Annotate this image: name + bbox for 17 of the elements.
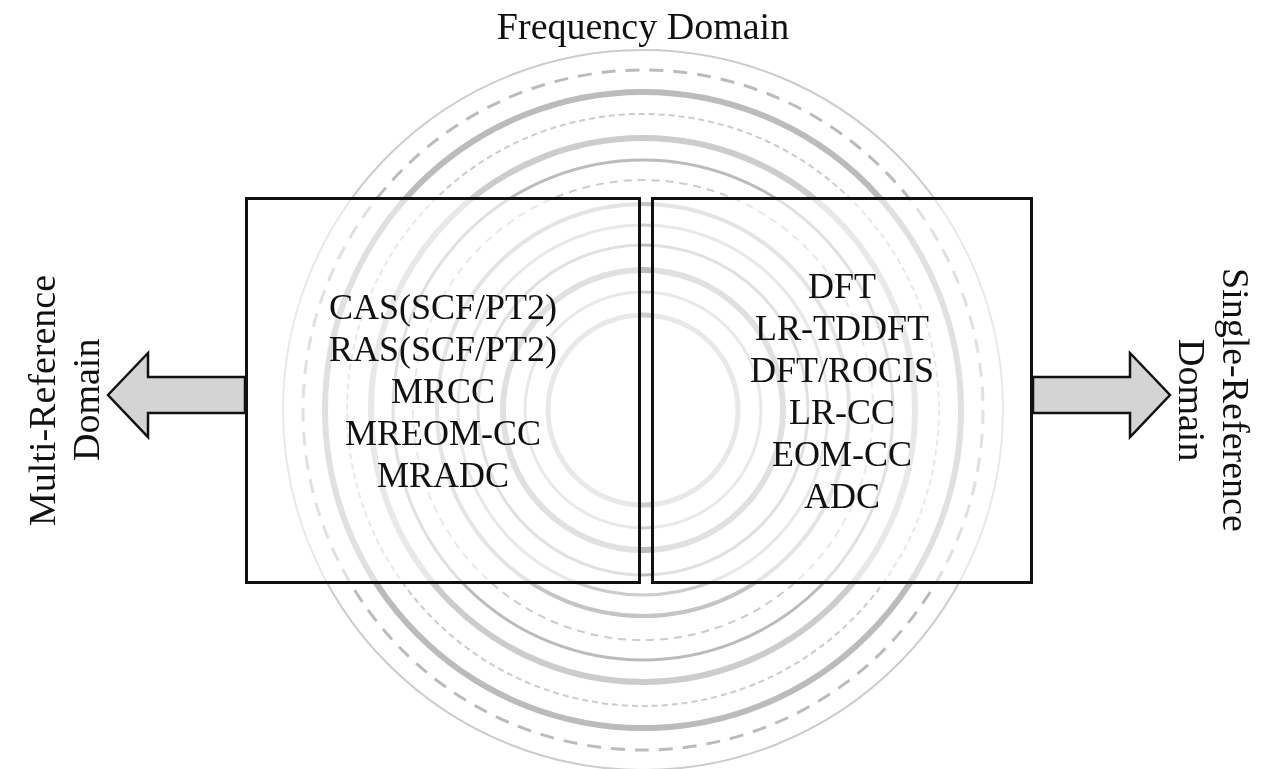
method-name: MRCC <box>390 369 495 412</box>
method-name: DFT <box>808 264 876 307</box>
method-name: LR-TDDFT <box>755 306 929 349</box>
method-name: EOM-CC <box>772 432 912 475</box>
domain-label: Single-Reference Domain <box>1170 250 1258 550</box>
method-box <box>245 197 641 584</box>
method-name: LR-CC <box>789 390 895 433</box>
block-arrow <box>106 349 247 441</box>
method-name: CAS(SCF/PT2) <box>328 285 558 328</box>
method-name: DFT/ROCIS <box>749 348 934 391</box>
domain-label: Multi-Reference Domain <box>20 250 108 550</box>
method-name: MRADC <box>377 453 509 496</box>
block-arrow <box>1031 349 1172 441</box>
method-name: MREOM-CC <box>345 411 541 454</box>
method-box <box>651 197 1033 584</box>
method-name: RAS(SCF/PT2) <box>328 327 558 370</box>
method-name: ADC <box>804 474 880 517</box>
